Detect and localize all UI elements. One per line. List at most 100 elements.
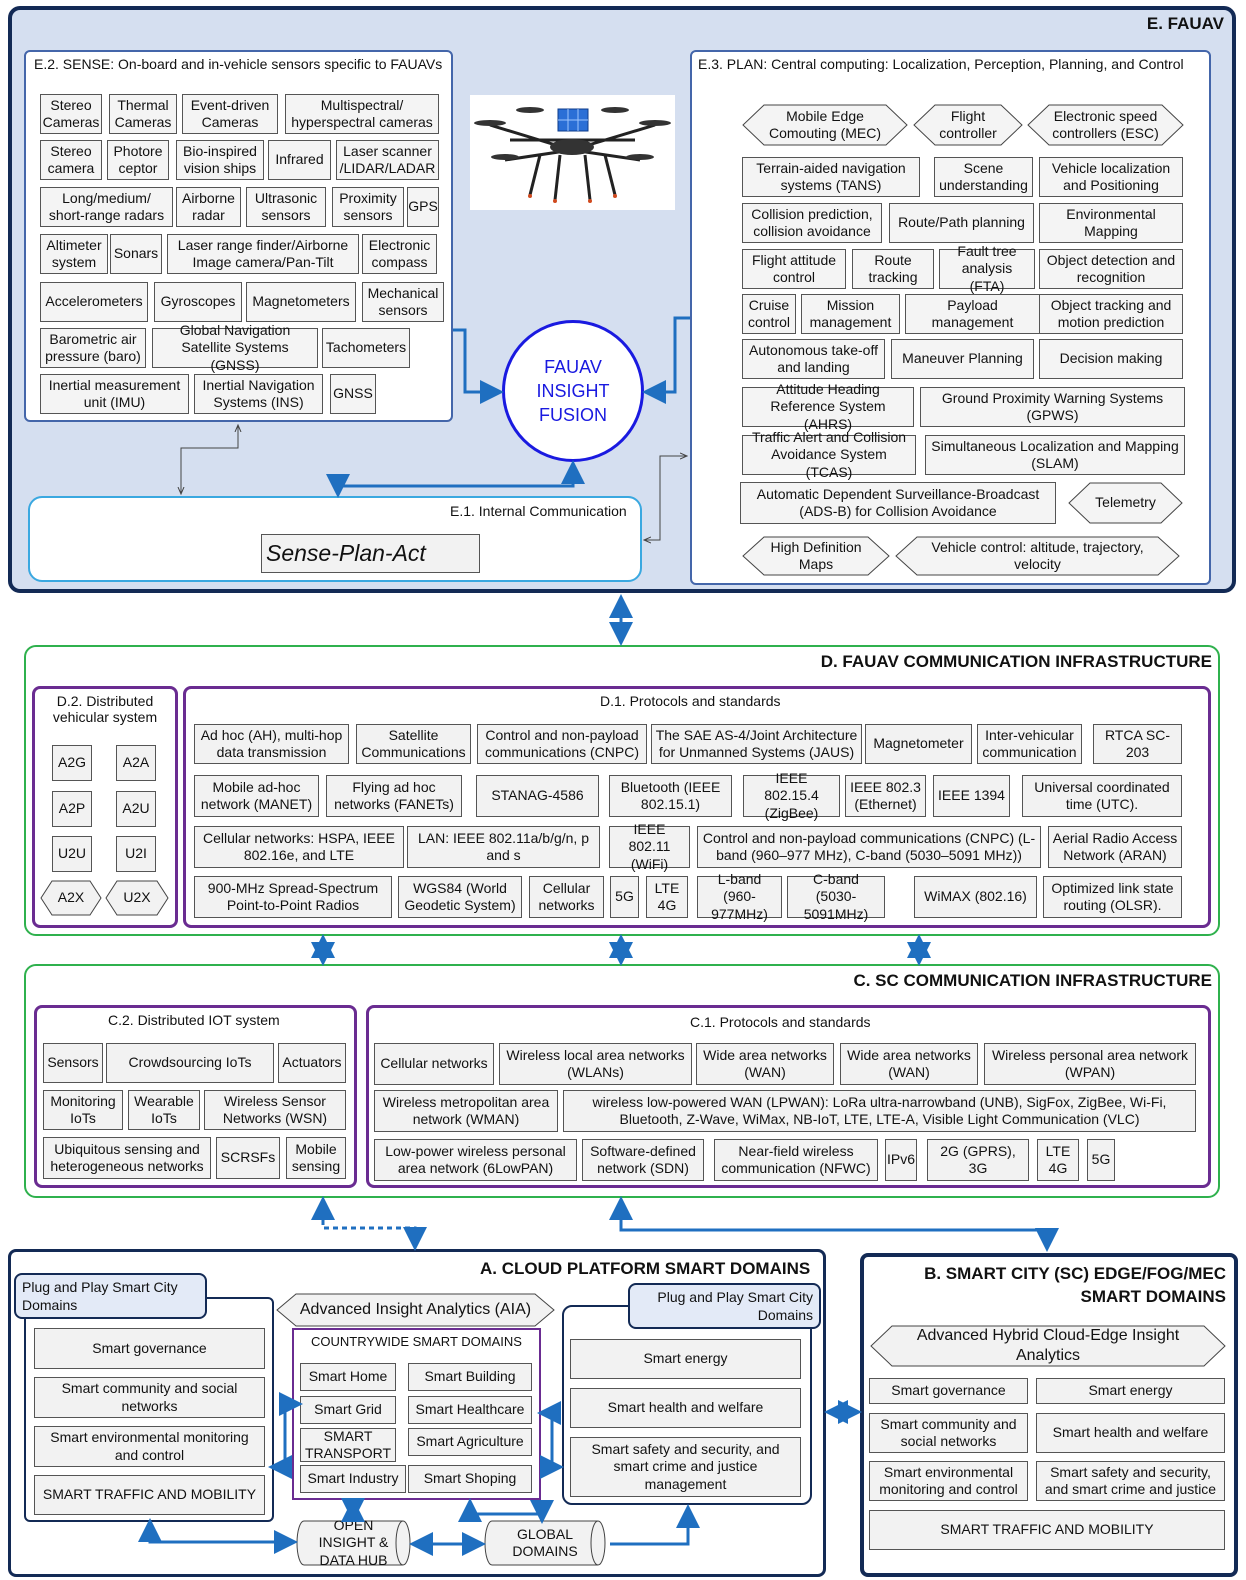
- countrywide-smart-agriculture: Smart Agriculture: [408, 1428, 532, 1456]
- sense-plan-act-box: Sense-Plan-Act: [261, 534, 480, 573]
- sensor-stereo-camera: Stereo camera: [40, 140, 102, 180]
- hex-label: Vehicle control: altitude, trajectory, v…: [931, 538, 1144, 573]
- plan-terrain-aided-navigation-systems-tans: Terrain-aided navigation systems (TANS): [742, 157, 920, 197]
- protocols-c-title: C.1. Protocols and standards: [690, 1014, 871, 1030]
- d-protocol-inter-vehicular-communication: Inter-vehicular communication: [977, 724, 1082, 764]
- vehicular-a2p: A2P: [52, 791, 92, 827]
- sc-edge-smart-energy: Smart energy: [1036, 1378, 1225, 1404]
- plan-high-definition-maps: High Definition Maps: [742, 536, 890, 576]
- plan-automatic-dependent-surveillance-broadca: Automatic Dependent Surveillance-Broadca…: [740, 482, 1056, 524]
- iot-mobile-sensing: Mobile sensing: [286, 1137, 346, 1179]
- countrywide-smart-building: Smart Building: [408, 1363, 532, 1391]
- d-protocol-c-band-5030-5091mhz: C-band (5030-5091MHz): [787, 871, 885, 922]
- d-protocol-lte-4g: LTE 4G: [646, 876, 688, 918]
- distributed-vehicular-title: D.2. Distributed vehicular system: [52, 693, 158, 725]
- c-protocol-near-field-wireless-communication-nfwc: Near-field wireless communication (NFWC): [714, 1139, 878, 1181]
- iot-crowdsourcing-iots: Crowdsourcing IoTs: [106, 1043, 274, 1083]
- sensor-sonars: Sonars: [110, 234, 162, 274]
- plan-flight-controller: Flight controller: [913, 104, 1023, 146]
- d-protocol-rtca-sc-203: RTCA SC-203: [1093, 724, 1182, 764]
- sc-edge-smart-environmental-monitoring-and-contr: Smart environmental monitoring and contr…: [869, 1461, 1028, 1501]
- d-protocol-wimax-802-16: WiMAX (802.16): [914, 876, 1037, 918]
- countrywide-smart-home: Smart Home: [300, 1363, 396, 1391]
- c-protocol-wireless-local-area-networks-wlans: Wireless local area networks (WLANs): [499, 1043, 692, 1085]
- vehicular-u2u: U2U: [52, 836, 92, 872]
- sensor-gps: GPS: [407, 187, 439, 227]
- d-protocol-stanag-4586: STANAG-4586: [476, 775, 599, 817]
- sc-edge-title: B. SMART CITY (SC) EDGE/FOG/MEC SMART DO…: [924, 1264, 1226, 1306]
- sensor-gnss: GNSS: [330, 374, 376, 414]
- c-protocol-2g-gprs-3g: 2G (GPRS), 3G: [927, 1139, 1029, 1181]
- iot-sensors: Sensors: [43, 1043, 103, 1083]
- d-protocol-satellite-communications: Satellite Communications: [356, 724, 471, 764]
- plan-telemetry: Telemetry: [1068, 482, 1183, 524]
- d-protocol-wgs84-world-geodetic-system: WGS84 (World Geodetic System): [398, 876, 522, 918]
- plan-mobile-edge-comouting-mec: Mobile Edge Comouting (MEC): [742, 104, 908, 146]
- d-protocol-control-and-non-payload-communications-c: Control and non-payload communications (…: [697, 826, 1041, 868]
- iot-actuators: Actuators: [278, 1043, 346, 1083]
- country-title: COUNTRYWIDE SMART DOMAINS: [311, 1334, 522, 1349]
- hex-label: Telemetry: [1095, 494, 1156, 511]
- d-protocol-ieee-1394: IEEE 1394: [933, 775, 1010, 817]
- sensor-laser-range-finder-airborne-image-camera: Laser range finder/Airborne Image camera…: [167, 234, 359, 274]
- c-protocol-lte-4g: LTE 4G: [1037, 1139, 1079, 1181]
- sensor-inertial-measurement-unit-imu: Inertial measurement unit (IMU): [40, 374, 189, 414]
- vehicular-a2a: A2A: [116, 745, 156, 781]
- plan-vehicle-control-altitude-trajectory-velo: Vehicle control: altitude, trajectory, v…: [895, 536, 1180, 576]
- plan-electronic-speed-controllers-esc: Electronic speed controllers (ESC): [1027, 104, 1184, 146]
- sc-edge-smart-safety-and-security-and-smart-crim: Smart safety and security, and smart cri…: [1036, 1461, 1225, 1501]
- cylinder-open-insight-data-hub: OPEN INSIGHT & DATA HUB: [296, 1517, 411, 1568]
- c-protocol-5g: 5G: [1087, 1139, 1115, 1181]
- c-protocol-wireless-metropolitan-area-network-wman: Wireless metropolitan area network (WMAN…: [374, 1090, 558, 1132]
- hex-label: Mobile Edge Comouting (MEC): [768, 107, 882, 142]
- drone-image: [470, 95, 675, 210]
- aia-advanced-insight-analytics-aia: Advanced Insight Analytics (AIA): [276, 1293, 555, 1327]
- hex-label: Electronic speed controllers (ESC): [1052, 107, 1159, 142]
- sensor-laser-scanner-lidar-ladar: Laser scanner /LIDAR/LADAR: [336, 140, 439, 180]
- sc-comm-title: C. SC COMMUNICATION INFRASTRUCTURE: [853, 971, 1212, 990]
- c-protocol-ipv6: IPv6: [885, 1139, 917, 1181]
- protocols-d-title: D.1. Protocols and standards: [600, 693, 781, 709]
- sensor-barometric-air-pressure-baro: Barometric air pressure (baro): [40, 328, 146, 368]
- plan-collision-prediction-collision-avoidance: Collision prediction, collision avoidanc…: [742, 203, 882, 243]
- d-protocol-aerial-radio-access-network-aran: Aerial Radio Access Network (ARAN): [1048, 826, 1182, 868]
- protocols-panel-d: [183, 686, 1211, 928]
- sc-edge-smart-health-and-welfare: Smart health and welfare: [1036, 1413, 1225, 1453]
- plan-mission-management: Mission management: [801, 294, 900, 334]
- sensor-multispectral-hyperspectral-cameras: Multispectral/ hyperspectral cameras: [285, 94, 439, 134]
- countrywide-smart-healthcare: Smart Healthcare: [408, 1396, 532, 1424]
- sensor-ultrasonic-sensors: Ultrasonic sensors: [246, 187, 326, 227]
- sensor-altimeter-system: Altimeter system: [40, 234, 108, 274]
- distributed-iot-panel: [34, 1005, 357, 1188]
- vehicular-a2g: A2G: [52, 745, 92, 781]
- sensor-stereo-cameras: Stereo Cameras: [40, 94, 102, 134]
- d-protocol-control-and-non-payload-communications-c: Control and non-payload communications (…: [477, 724, 647, 764]
- plan-vehicle-localization-and-positioning: Vehicle localization and Positioning: [1039, 157, 1183, 197]
- hex-label: A2X: [57, 889, 85, 906]
- c-protocol-wireless-low-powered-wan-lpwan-lora-ultr: wireless low-powered WAN (LPWAN): LoRa u…: [563, 1090, 1196, 1132]
- sc-edge-smart-traffic-and-mobility: SMART TRAFFIC AND MOBILITY: [869, 1510, 1225, 1550]
- cloud-title: A. CLOUD PLATFORM SMART DOMAINS: [480, 1259, 811, 1278]
- sensor-thermal-cameras: Thermal Cameras: [109, 94, 177, 134]
- plan-traffic-alert-and-collision-avoidance-sy: Traffic Alert and Collision Avoidance Sy…: [742, 429, 916, 480]
- plan-route-path-planning: Route/Path planning: [889, 203, 1034, 243]
- d-protocol-mobile-ad-hoc-network-manet: Mobile ad-hoc network (MANET): [194, 775, 319, 817]
- hex-label: Advanced Insight Analytics (AIA): [299, 1301, 532, 1318]
- d-protocol-optimized-link-state-routing-olsr: Optimized link state routing (OLSR).: [1043, 876, 1182, 918]
- c-protocol-cellular-networks: Cellular networks: [374, 1043, 494, 1085]
- iot-scrsfs: SCRSFs: [216, 1137, 280, 1179]
- plan-simultaneous-localization-and-mapping-sl: Simultaneous Localization and Mapping (S…: [925, 435, 1185, 475]
- sensor-photore-ceptor: Photore ceptor: [107, 140, 169, 180]
- connector-line: [609, 1196, 1059, 1252]
- d-protocol-ieee-802-3-ethernet: IEEE 802.3 (Ethernet): [845, 775, 926, 817]
- connector-line: [311, 1196, 427, 1251]
- vehicular-a2u: A2U: [116, 791, 156, 827]
- sensor-mechanical-sensors: Mechanical sensors: [362, 282, 444, 322]
- plan-autonomous-take-off-and-landing: Autonomous take-off and landing: [742, 339, 885, 379]
- sensor-long-medium-short-range-radars: Long/medium/ short-range radars: [40, 187, 173, 227]
- sensor-infrared: Infrared: [268, 140, 331, 180]
- sensor-inertial-navigation-systems-ins: Inertial Navigation Systems (INS): [194, 374, 323, 414]
- sensor-global-navigation-satellite-systems-gnss: Global Navigation Satellite Systems (GNS…: [152, 322, 318, 373]
- plan-cruise-control: Cruise control: [742, 294, 796, 334]
- d-protocol-ieee-802-15-4-zigbee: IEEE 802.15.4 (ZigBee): [743, 770, 840, 821]
